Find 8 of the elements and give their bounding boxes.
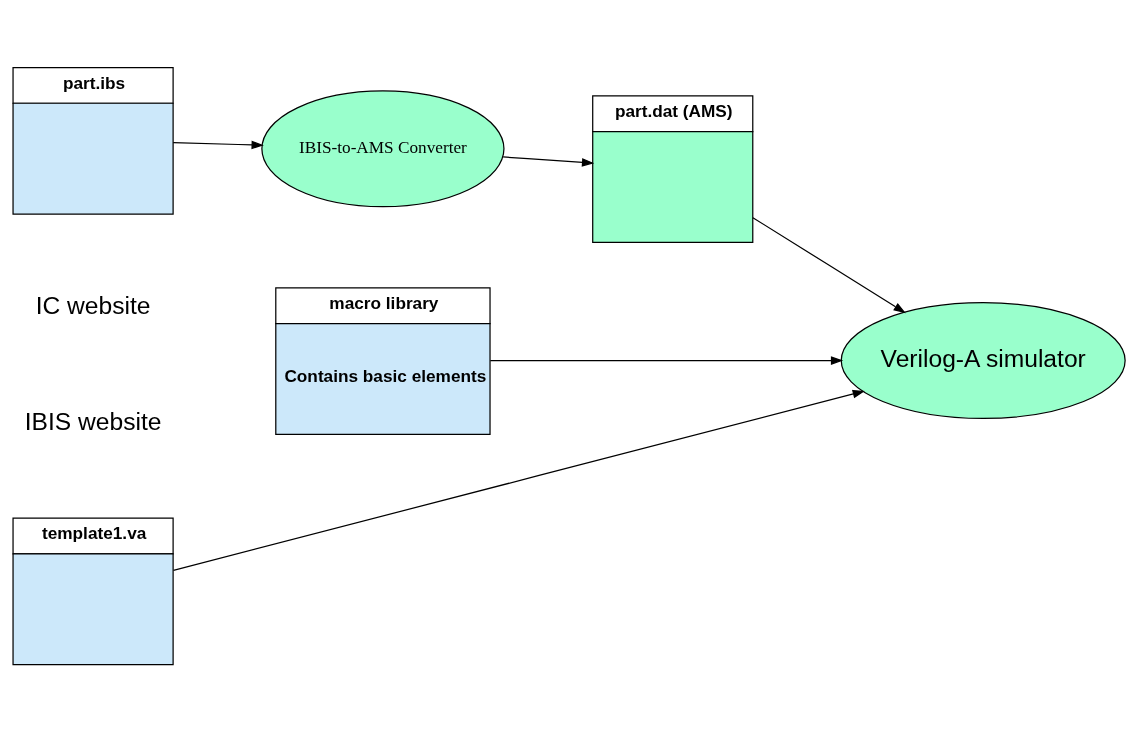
arrow: [752, 216, 906, 313]
node-ellipse: IBIS-to-AMS Converter: [261, 89, 505, 207]
label: IC website: [35, 291, 151, 319]
arrow: [172, 140, 264, 149]
arrow: [502, 155, 595, 167]
arrow: [489, 355, 844, 365]
label: IBIS website: [24, 407, 162, 435]
arrow: [172, 389, 865, 571]
